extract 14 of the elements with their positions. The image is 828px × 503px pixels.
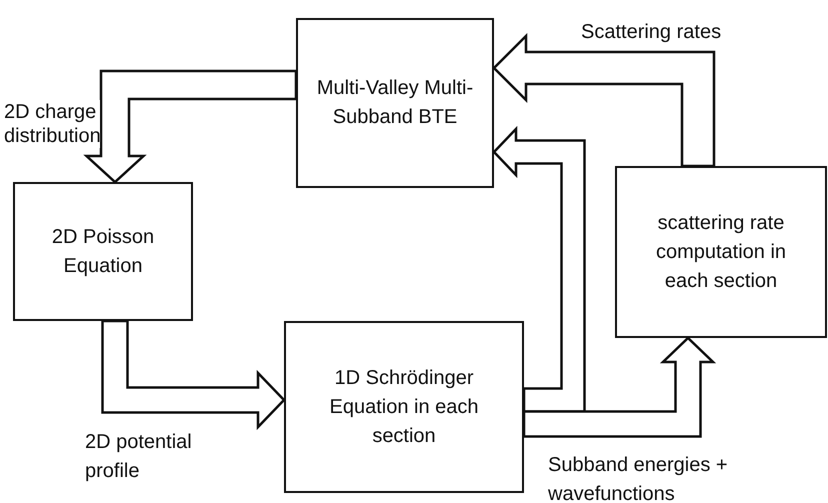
- box-label: 2D Poisson Equation: [50, 224, 156, 278]
- box-label: 1D Schrödinger Equation in each section: [328, 366, 480, 448]
- process-box: [284, 321, 524, 493]
- block-arrow: [522, 336, 716, 438]
- process-box: [13, 182, 193, 321]
- process-box: [296, 18, 494, 188]
- block-arrow: [83, 70, 298, 184]
- edge-label: 2D charge distribution: [4, 100, 100, 148]
- box-label: Multi-Valley Multi-Subband BTE: [316, 76, 474, 130]
- block-arrow: [492, 32, 716, 168]
- block-arrow: [492, 126, 586, 413]
- block-arrow: [101, 320, 286, 430]
- process-box: [615, 166, 827, 338]
- box-label: scattering rate computation in each section: [654, 210, 788, 294]
